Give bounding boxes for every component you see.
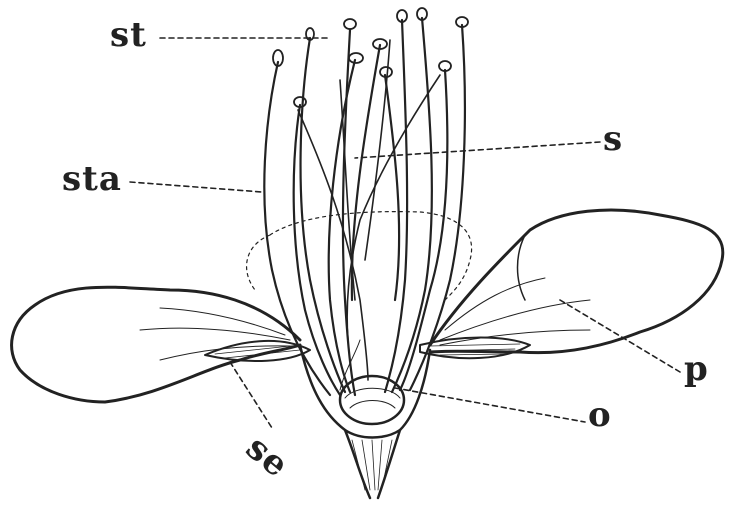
stem <box>345 430 400 498</box>
right-sepal <box>420 338 530 359</box>
left-petal-vein <box>140 328 290 340</box>
right-petal-vein <box>440 300 590 340</box>
leader-ovary <box>395 388 585 422</box>
leader-style <box>355 142 600 158</box>
left-petal-vein <box>160 308 285 335</box>
leader-petal <box>560 300 680 372</box>
label-stamen: sta <box>62 159 122 199</box>
right-petal <box>430 210 723 353</box>
right-petal-vein <box>440 330 590 345</box>
ovary <box>340 376 404 424</box>
label-ovary: o <box>588 395 612 435</box>
left-petal <box>12 287 300 402</box>
leader-lines <box>130 38 680 428</box>
right-petal-fold <box>518 235 526 300</box>
anthers <box>273 8 468 107</box>
leader-sepal <box>230 362 272 428</box>
receptacle <box>300 345 430 438</box>
label-stigma: st <box>110 15 147 55</box>
stem-hatching <box>352 440 392 490</box>
right-petal-vein <box>445 278 545 330</box>
label-petal: p <box>684 349 709 389</box>
left-sepal <box>205 341 310 361</box>
label-style: s <box>603 119 624 159</box>
sepal-hatching <box>215 344 520 358</box>
leader-stamen <box>130 182 262 192</box>
styles <box>298 40 440 380</box>
